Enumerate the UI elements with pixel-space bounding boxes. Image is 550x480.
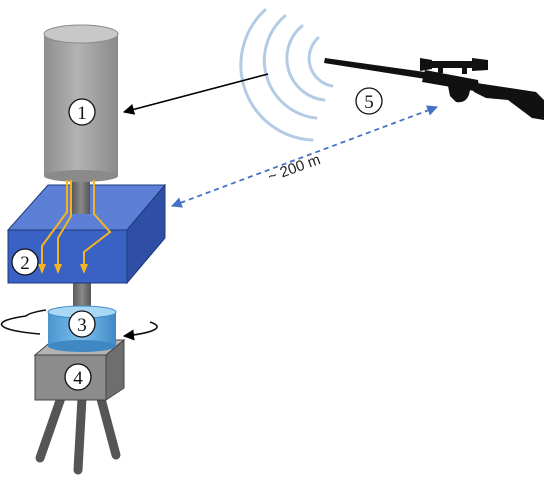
sound-path-arrow: [122, 73, 269, 115]
svg-text:2: 2: [20, 253, 30, 274]
microphone-stem: [72, 176, 90, 214]
label-4: 4: [64, 363, 92, 391]
internal-reflection-arrows: [38, 180, 112, 274]
svg-text:1: 1: [77, 103, 87, 124]
distance-arrow: [170, 105, 439, 208]
sound-wave-icon: [239, 8, 334, 142]
tripod-icon: [35, 390, 121, 475]
rifle-icon: [324, 58, 544, 120]
distance-label: ~ 200 m: [266, 151, 323, 186]
label-2: 2: [11, 248, 39, 276]
svg-text:3: 3: [77, 315, 87, 336]
microphone-cylinder-icon: [43, 24, 119, 182]
label-3: 3: [68, 310, 96, 338]
rotation-arrow-icon: [0, 309, 158, 341]
label-1: 1: [68, 98, 96, 126]
svg-text:5: 5: [364, 92, 374, 113]
lower-stem: [73, 282, 91, 312]
label-5: 5: [355, 87, 383, 115]
svg-text:4: 4: [73, 368, 83, 389]
